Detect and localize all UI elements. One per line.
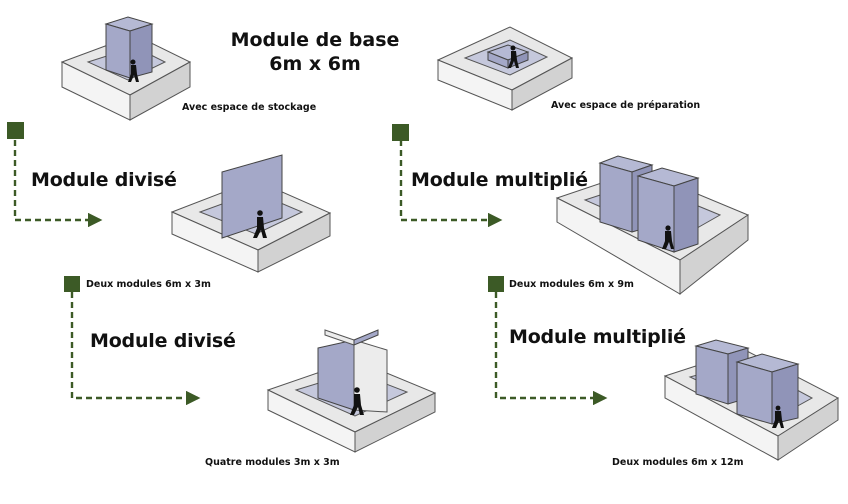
module-mult-nine-figure — [555, 155, 750, 296]
caption-storage: Avec espace de stockage — [182, 102, 317, 113]
flow-node — [392, 124, 409, 141]
caption-prep: Avec espace de préparation — [551, 100, 701, 111]
person-icon — [128, 59, 139, 82]
label-module-divise-2: Module divisé — [90, 330, 236, 352]
person-icon — [350, 387, 364, 415]
caption-mult-twelve: Deux modules 6m x 12m — [612, 457, 744, 468]
person-icon — [772, 405, 784, 428]
module-split-four-figure — [266, 329, 437, 453]
label-module-multiplie-2: Module multiplié — [509, 326, 686, 348]
module-storage-figure — [60, 16, 192, 121]
label-module-divise-1: Module divisé — [31, 169, 177, 191]
title-line-1: Module de base — [230, 29, 400, 51]
flow-arrow-divise-2 — [70, 292, 201, 406]
label-module-multiplie-1: Module multiplié — [411, 169, 588, 191]
caption-mult-nine: Deux modules 6m x 9m — [509, 279, 634, 290]
flow-arrow-divise-1 — [13, 140, 103, 228]
title-line-2: 6m x 6m — [269, 53, 361, 75]
caption-split-four: Quatre modules 3m x 3m — [205, 457, 340, 468]
module-prep-figure — [436, 26, 574, 111]
flow-node — [64, 276, 80, 292]
module-split-two-figure — [170, 154, 332, 273]
flow-arrow-multiplie-2 — [494, 292, 608, 406]
flow-node — [7, 122, 24, 139]
flow-arrow-multiplie-1 — [399, 140, 503, 228]
caption-split-two: Deux modules 6m x 3m — [86, 279, 211, 290]
page-title: Module de base 6m x 6m — [225, 28, 405, 76]
flow-connectors — [13, 140, 608, 406]
module-mult-twelve-figure — [663, 339, 840, 461]
person-icon — [253, 210, 267, 238]
flow-node — [488, 276, 504, 292]
person-icon — [508, 45, 519, 68]
person-icon — [662, 225, 674, 249]
